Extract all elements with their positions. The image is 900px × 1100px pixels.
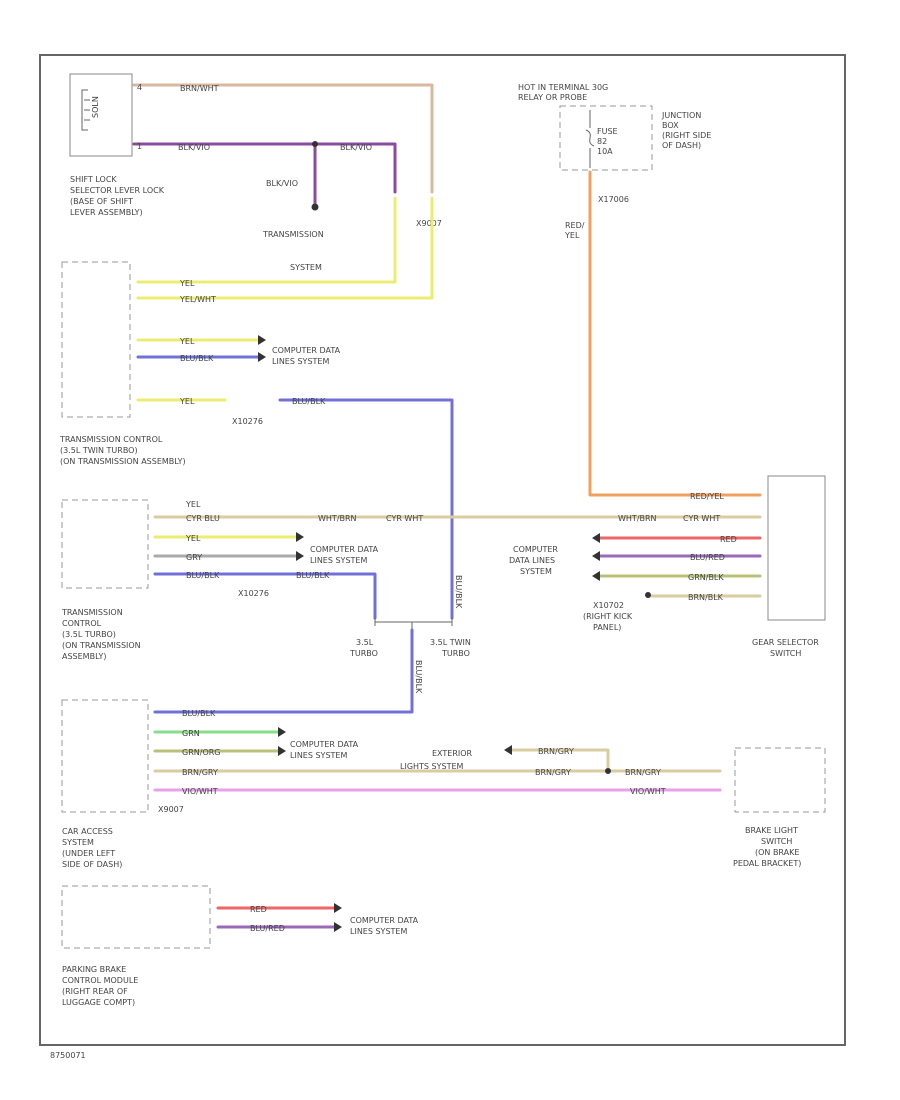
tcm-twin-turbo-label: TRANSMISSION CONTROL (3.5L TWIN TURBO) (…: [59, 435, 186, 466]
wire-label-blu-blk-cas-vert: BLU/BLK: [414, 660, 423, 694]
wire-label-grn-org-cas: GRN/ORG: [182, 748, 221, 757]
wire-label-blu-blk-cdl: BLU/BLK: [180, 354, 214, 363]
svg-text:4: 4: [137, 83, 142, 92]
wire-label-blu-red-gear: BLU/RED: [690, 553, 725, 562]
cdl-label-5: COMPUTER DATA LINES SYSTEM: [350, 916, 421, 936]
footer-code: 8750071: [50, 1051, 86, 1060]
wire-label-yel-wht-top: YEL/WHT: [179, 295, 216, 304]
cdl-label-4: COMPUTER DATA LINES SYSTEM: [290, 740, 361, 760]
wire-label-brn-gry-cas: BRN/GRY: [182, 768, 218, 777]
car-access-label: CAR ACCESS SYSTEM (UNDER LEFT SIDE OF DA…: [62, 827, 122, 869]
shift-lock-label: SHIFT LOCK SELECTOR LEVER LOCK (BASE OF …: [70, 175, 167, 217]
x17006-label: X17006: [598, 195, 629, 204]
wire-label-brn-wht: BRN/WHT: [180, 84, 219, 93]
wire-label-yel-top: YEL: [179, 279, 195, 288]
wire-label-wht-brn: WHT/BRN: [318, 514, 357, 523]
wire-label-red-yel-gear: RED/YEL: [690, 492, 724, 501]
x10276-label-2: X10276: [238, 589, 269, 598]
wire-label-brn-gry-right: BRN/GRY: [625, 768, 661, 777]
wire-label-brn-gry-mid: BRN/GRY: [535, 768, 571, 777]
tcm-turbo-box: [61, 499, 149, 589]
wire-yel-top: [136, 196, 397, 284]
x9007-label: X9007: [416, 219, 442, 228]
fuse-label: FUSE 82 10A: [597, 127, 620, 156]
wire-label-wht-brn-2: WHT/BRN: [618, 514, 657, 523]
wire-label-red-pbcm: RED: [250, 905, 267, 914]
wire-label-blu-red-pbcm: BLU/RED: [250, 924, 285, 933]
wire-label-blu-blk-long: BLU/BLK: [292, 397, 326, 406]
shift-lock-component: SOLN: [69, 73, 133, 157]
svg-text:1: 1: [137, 142, 142, 151]
x10702-label: X10702 (RIGHT KICK PANEL): [583, 601, 635, 632]
wire-label-vio-wht-right: VIO/WHT: [630, 787, 666, 796]
wire-blk-vio: [132, 142, 397, 194]
gear-selector-box: [767, 475, 826, 621]
wire-label-blk-vio-2: BLK/VIO: [340, 143, 372, 152]
twin-turbo-label: 3.5L TWIN TURBO: [430, 638, 473, 658]
parking-brake-label: PARKING BRAKE CONTROL MODULE (RIGHT REAR…: [62, 965, 141, 1007]
tcm-twin-turbo-box: [61, 261, 131, 418]
wire-label-blu-blk-cas: BLU/BLK: [182, 709, 216, 718]
wire-blu-blk-tcm2: [153, 572, 377, 620]
diagram-frame: [39, 54, 846, 1046]
wire-label-yel-blu: CYR BLU: [186, 514, 220, 523]
wire-label-cyr-wht: CYR WHT: [386, 514, 423, 523]
wire-blu-blk-long: [278, 398, 454, 620]
gear-selector-label: GEAR SELECTOR SWITCH: [752, 638, 821, 658]
wire-label-yel-tcm2: YEL: [185, 500, 201, 509]
brake-light-box: [734, 747, 826, 813]
wire-label-yel-tcm2-cdl: YEL: [185, 534, 201, 543]
wire-label-grn-cas: GRN: [182, 729, 200, 738]
wire-label-yel-cdl: YEL: [179, 337, 195, 346]
turbo-selector-bracket: [374, 618, 453, 630]
wire-label-brn-blk-gear: BRN/BLK: [688, 593, 724, 602]
wire-yel-wht-top: [136, 196, 434, 300]
transmission-label: TRANSMISSION: [262, 230, 324, 239]
hot-label: HOT IN TERMINAL 30G RELAY OR PROBE: [518, 83, 611, 102]
junction-box-label: JUNCTION BOX (RIGHT SIDE OF DASH): [661, 111, 714, 150]
junction-box: [559, 105, 653, 171]
wire-label-blk-vio-3: BLK/VIO: [266, 179, 298, 188]
car-access-box: [61, 699, 149, 813]
wire-blu-blk-cas: [153, 628, 414, 714]
cdl-label-3: COMPUTER DATA LINES SYSTEM: [509, 545, 561, 576]
cdl-label-1: COMPUTER DATA LINES SYSTEM: [272, 346, 343, 366]
wire-label-blk-vio-1: BLK/VIO: [178, 143, 210, 152]
wire-label-gry-tcm2-cdl: GRY: [186, 553, 202, 562]
exterior-lights-label: EXTERIOR LIGHTS SYSTEM: [400, 749, 475, 771]
wire-label-yel-x10276: YEL: [179, 397, 195, 406]
parking-brake-box: [61, 885, 211, 949]
svg-text:SOLN: SOLN: [91, 96, 100, 118]
tcm-turbo-label: TRANSMISSION CONTROL (3.5L TURBO) (ON TR…: [61, 608, 143, 661]
wire-label-blu-blk-tcm2-b: BLU/BLK: [296, 571, 330, 580]
wire-label-blu-blk-tcm2: BLU/BLK: [186, 571, 220, 580]
system-label: SYSTEM: [290, 263, 322, 272]
wire-label-cyr-wht-2: CYR WHT: [683, 514, 720, 523]
wire-label-blu-blk-vert: BLU/BLK: [454, 575, 463, 609]
wire-red-yel-gear: [588, 170, 762, 497]
wire-brn-wht: [132, 83, 434, 194]
wire-label-grn-blk-gear: GRN/BLK: [688, 573, 724, 582]
wire-label-red-gear: RED: [720, 535, 737, 544]
wire-brn-gry-exterior: [506, 748, 610, 773]
x10275-label: X9007: [158, 805, 184, 814]
brake-light-label: BRAKE LIGHT SWITCH (ON BRAKE PEDAL BRACK…: [733, 826, 802, 868]
x10276-label: X10276: [232, 417, 263, 426]
cdl-label-2: COMPUTER DATA LINES SYSTEM: [310, 545, 381, 565]
turbo-label: 3.5L TURBO: [349, 638, 378, 658]
wire-label-brn-gry-ext: BRN/GRY: [538, 747, 574, 756]
red-yel-label: RED/ YEL: [564, 221, 587, 240]
wire-label-vio-wht-cas: VIO/WHT: [182, 787, 218, 796]
